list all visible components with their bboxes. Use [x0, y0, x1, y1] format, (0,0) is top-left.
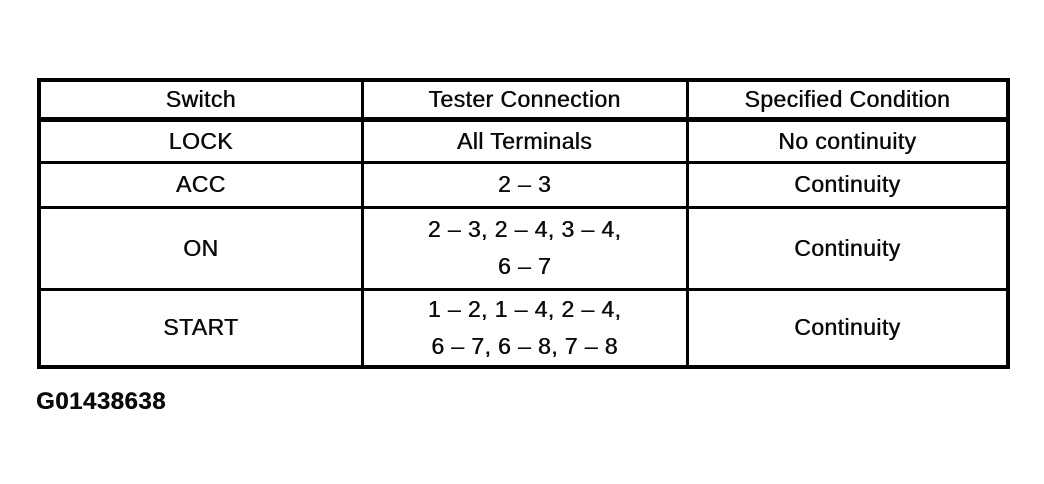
- cell-tester-connection: 2 – 3: [360, 160, 689, 209]
- cell-tester-connection: 2 – 3, 2 – 4, 3 – 4, 6 – 7: [360, 205, 689, 291]
- connection-line: All Terminals: [456, 127, 593, 154]
- connection-line: 6 – 7: [497, 253, 552, 279]
- cell-specified-condition: Continuity: [685, 160, 1010, 209]
- table-row-on: ON 2 – 3, 2 – 4, 3 – 4, 6 – 7 Continuity: [37, 205, 1010, 291]
- column-header-switch: Switch: [37, 78, 364, 122]
- table-header-row: Switch Tester Connection Specified Condi…: [37, 78, 1010, 122]
- cell-specified-condition: Continuity: [685, 205, 1010, 291]
- ignition-switch-continuity-table: Switch Tester Connection Specified Condi…: [37, 78, 1010, 369]
- connection-line: 2 – 3, 2 – 4, 3 – 4,: [427, 216, 622, 242]
- figure-id-label: G01438638: [36, 388, 166, 415]
- cell-tester-connection: 1 – 2, 1 – 4, 2 – 4, 6 – 7, 6 – 8, 7 – 8: [360, 287, 689, 368]
- table-row-acc: ACC 2 – 3 Continuity: [37, 160, 1010, 209]
- connection-line: 6 – 7, 6 – 8, 7 – 8: [431, 332, 618, 359]
- cell-switch: LOCK: [37, 117, 364, 164]
- cell-switch: ON: [37, 205, 364, 291]
- table-row-lock: LOCK All Terminals No continuity: [37, 117, 1010, 164]
- cell-specified-condition: No continuity: [685, 117, 1010, 164]
- cell-specified-condition: Continuity: [685, 287, 1010, 368]
- table-row-start: START 1 – 2, 1 – 4, 2 – 4, 6 – 7, 6 – 8,…: [37, 287, 1010, 368]
- column-header-tester-connection: Tester Connection: [360, 78, 689, 122]
- cell-switch: ACC: [37, 160, 364, 209]
- cell-tester-connection: All Terminals: [360, 117, 689, 164]
- connection-line: 1 – 2, 1 – 4, 2 – 4,: [427, 295, 622, 322]
- cell-switch: START: [37, 287, 364, 368]
- connection-line: 2 – 3: [497, 171, 552, 197]
- column-header-specified-condition: Specified Condition: [685, 78, 1010, 122]
